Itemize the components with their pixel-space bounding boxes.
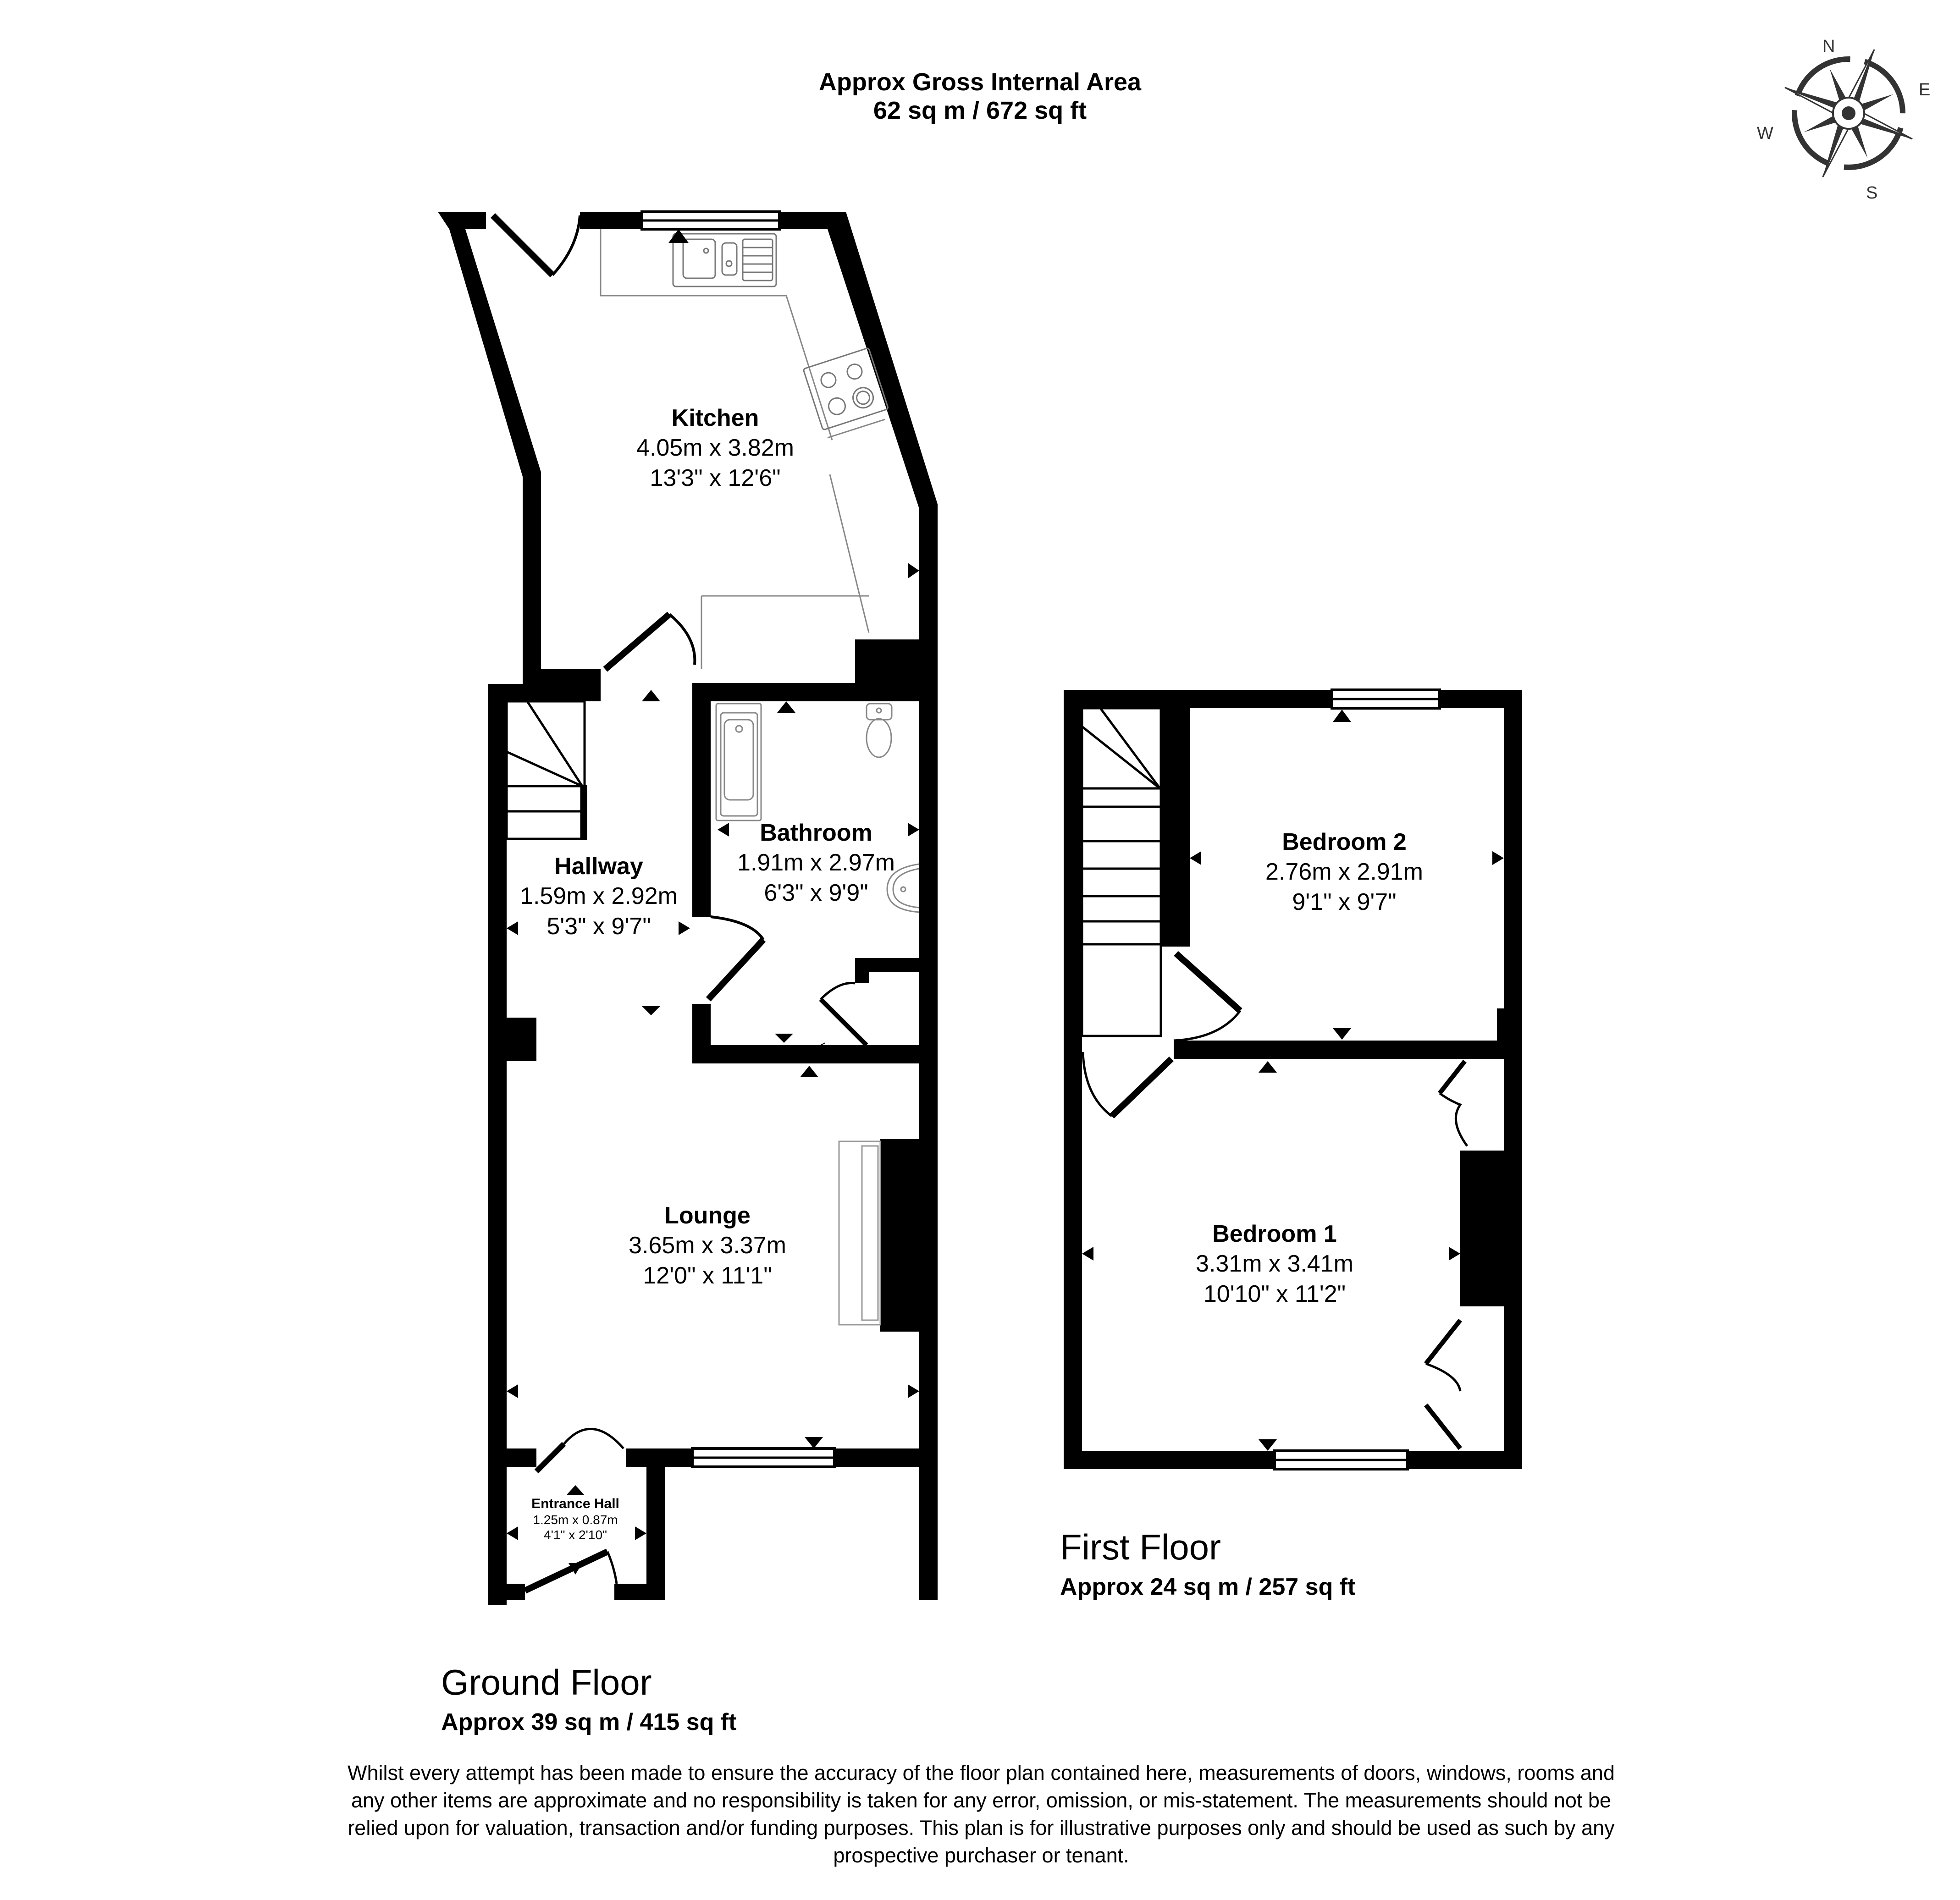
kitchen-walls xyxy=(438,210,938,683)
ground-floor-walls xyxy=(488,669,938,1605)
room-name: Bedroom 2 xyxy=(1282,829,1407,855)
dimension-marker-icon xyxy=(908,563,919,578)
room-dimensions-metric: 1.25m x 0.87m xyxy=(533,1513,618,1527)
wardrobe-doors xyxy=(1424,1059,1469,1450)
room-dimensions-metric: 4.05m x 3.82m xyxy=(636,435,794,461)
compass-east-label: E xyxy=(1919,80,1931,99)
room-label-bedroom-1: Bedroom 1 3.31m x 3.41m 10'10" x 11'2" xyxy=(1196,1219,1353,1309)
compass-north-label: N xyxy=(1822,37,1835,56)
disclaimer-line-1: Whilst every attempt has been made to en… xyxy=(348,1761,1615,1784)
disclaimer-line-2: any other items are approximate and no r… xyxy=(351,1789,1611,1812)
kitchen-hob-icon xyxy=(803,347,889,430)
ground-floor-name: Ground Floor xyxy=(441,1662,652,1702)
hallway-kitchen-door xyxy=(603,611,696,672)
room-dimensions-imperial: 10'10" x 11'2" xyxy=(1203,1281,1346,1307)
toilet-icon xyxy=(866,703,893,758)
bedroom-2-window xyxy=(1331,688,1441,710)
compass-west-label: W xyxy=(1757,124,1773,143)
first-floor-caption: First Floor Approx 24 sq m / 257 sq ft xyxy=(1060,1526,1355,1602)
bath-icon xyxy=(715,703,762,821)
lounge-window xyxy=(691,1447,836,1468)
room-name: Bedroom 1 xyxy=(1212,1221,1337,1247)
dimension-marker-icon xyxy=(668,229,689,243)
first-floor-plan xyxy=(1064,688,1522,1470)
compass-south-label: S xyxy=(1866,183,1878,203)
room-name: Entrance Hall xyxy=(531,1496,619,1511)
ground-floor-stairs xyxy=(505,700,587,840)
first-floor-area: Approx 24 sq m / 257 sq ft xyxy=(1060,1574,1356,1600)
room-label-hallway: Hallway 1.59m x 2.92m 5'3" x 9'7" xyxy=(520,852,678,942)
compass-rose: N E S W xyxy=(1742,37,1930,211)
disclaimer-text: Whilst every attempt has been made to en… xyxy=(284,1759,1678,1869)
room-label-bathroom: Bathroom 1.91m x 2.97m 6'3" x 9'9" xyxy=(737,818,895,908)
room-dimensions-metric: 3.31m x 3.41m xyxy=(1196,1250,1353,1277)
dimension-markers-ground xyxy=(507,690,919,1575)
room-name: Bathroom xyxy=(760,820,872,846)
dimension-markers-first xyxy=(1082,710,1504,1451)
title-line-2: 62 sq m / 672 sq ft xyxy=(873,97,1087,124)
room-dimensions-metric: 3.65m x 3.37m xyxy=(629,1232,786,1259)
room-dimensions-imperial: 9'1" x 9'7" xyxy=(1292,889,1397,915)
compass-rose-icon xyxy=(1784,49,1913,177)
ground-floor-plan xyxy=(438,210,938,1605)
room-dimensions-metric: 1.91m x 2.97m xyxy=(737,849,895,876)
room-dimensions-imperial: 12'0" x 11'1" xyxy=(643,1262,772,1289)
room-label-kitchen: Kitchen 4.05m x 3.82m 13'3" x 12'6" xyxy=(636,403,794,493)
room-label-bedroom-2: Bedroom 2 2.76m x 2.91m 9'1" x 9'7" xyxy=(1265,827,1423,917)
bathroom-door xyxy=(706,915,766,1002)
front-door xyxy=(524,1548,618,1594)
room-label-lounge: Lounge 3.65m x 3.37m 12'0" x 11'1" xyxy=(629,1201,786,1291)
room-name: Hallway xyxy=(554,853,643,880)
first-floor-stairs xyxy=(1081,707,1162,1037)
entrance-hall-inner-door xyxy=(534,1428,624,1474)
room-dimensions-imperial: 13'3" x 12'6" xyxy=(650,465,781,491)
bedroom-1-door xyxy=(1082,1052,1174,1119)
kitchen-sink-icon xyxy=(672,233,777,287)
first-floor-walls xyxy=(1064,690,1522,1469)
ground-floor-area: Approx 39 sq m / 415 sq ft xyxy=(441,1709,737,1735)
room-dimensions-imperial: 6'3" x 9'9" xyxy=(764,880,868,906)
room-name: Kitchen xyxy=(671,405,759,431)
disclaimer-line-3: relied upon for valuation, transaction a… xyxy=(348,1816,1615,1839)
wash-basin-icon xyxy=(886,863,920,913)
fireplace-icon xyxy=(838,1140,881,1326)
bathroom-cupboard-door xyxy=(819,981,868,1047)
bedroom-2-door xyxy=(1173,951,1242,1042)
disclaimer-line-4: prospective purchaser or tenant. xyxy=(833,1844,1129,1867)
room-name: Lounge xyxy=(664,1202,751,1229)
room-dimensions-metric: 1.59m x 2.92m xyxy=(520,883,678,909)
title-line-1: Approx Gross Internal Area xyxy=(818,68,1142,96)
kitchen-back-door xyxy=(491,213,581,277)
room-dimensions-metric: 2.76m x 2.91m xyxy=(1265,859,1423,885)
gross-internal-area-title: Approx Gross Internal Area 62 sq m / 672… xyxy=(0,68,1960,125)
kitchen-worktop xyxy=(600,229,885,669)
first-floor-name: First Floor xyxy=(1060,1527,1221,1567)
room-label-entrance-hall: Entrance Hall 1.25m x 0.87m 4'1" x 2'10" xyxy=(531,1496,619,1542)
room-dimensions-imperial: 5'3" x 9'7" xyxy=(547,913,651,940)
ground-floor-caption: Ground Floor Approx 39 sq m / 415 sq ft xyxy=(441,1662,736,1737)
bedroom-1-window xyxy=(1273,1449,1409,1470)
room-dimensions-imperial: 4'1" x 2'10" xyxy=(543,1528,607,1542)
